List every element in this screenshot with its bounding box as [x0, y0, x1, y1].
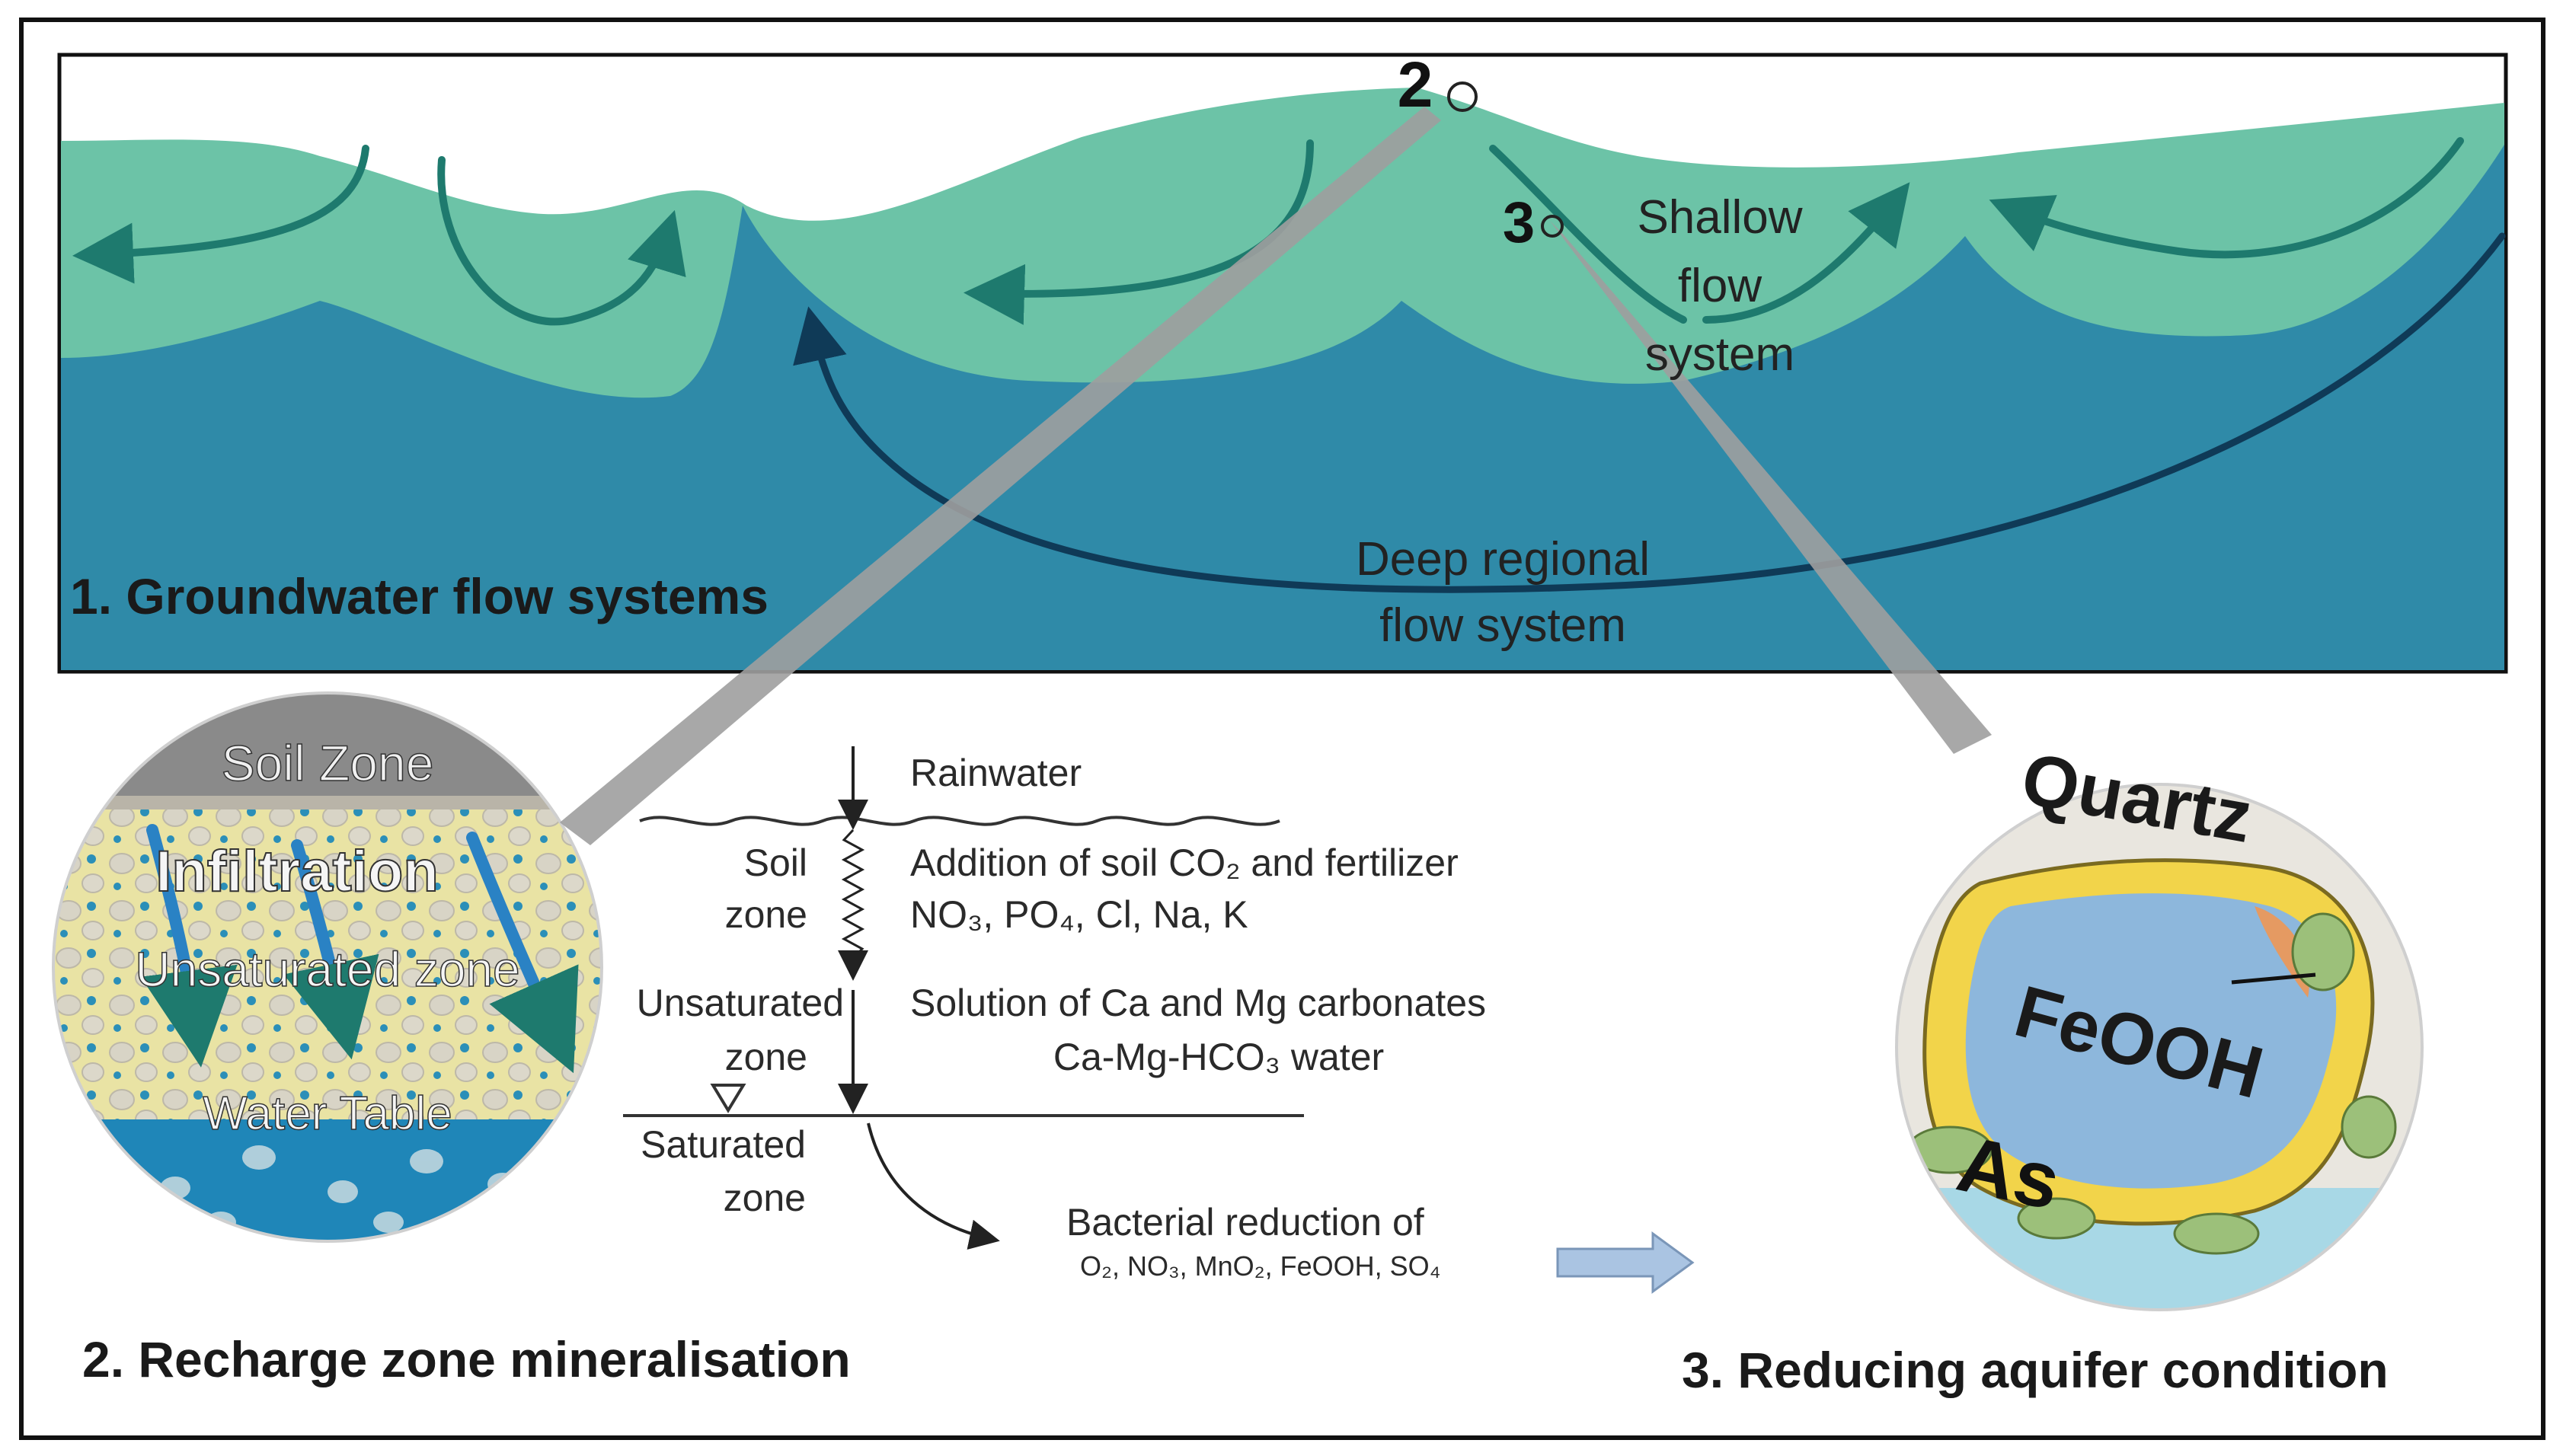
soil-zone-word-1: Soil [744, 841, 807, 884]
shallow-arrow-4 [1489, 145, 1687, 324]
reduction-line-2: O₂, NO₃, MnO₂, FeOOH, SO₄ [1080, 1250, 1440, 1282]
reducing-circle-outline [1895, 783, 2424, 1311]
ground-surface [639, 816, 1280, 826]
soil-process-line-1: Addition of soil CO₂ and fertilizer [910, 841, 1459, 884]
deep-label-line-1: Deep regional [1356, 533, 1650, 586]
panel1-title: 1. Groundwater flow systems [70, 568, 769, 624]
water-table-symbol [710, 1084, 746, 1113]
infiltration-arrows [140, 824, 579, 1074]
shallow-label-line-1: Shallow [1637, 191, 1802, 244]
soil-transition [53, 796, 602, 809]
panel2-title: 2. Recharge zone mineralisation [82, 1331, 851, 1387]
soil-zone-word-2: zone [725, 893, 807, 936]
soil-process-line-2: NO₃, PO₄, Cl, Na, K [910, 893, 1248, 936]
reduction-line-1: Bacterial reduction of [1066, 1201, 1424, 1244]
pointer-line [2231, 972, 2316, 985]
deep-zone-fill [61, 145, 2504, 670]
shallow-flow-arrows [72, 137, 2464, 326]
marker-3-circle [1541, 215, 1564, 238]
infiltration-label: Infiltration [155, 839, 439, 904]
shallow-arrow-2 [437, 156, 686, 326]
soil-zigzag [841, 829, 865, 959]
unsaturated-zone-word-2: zone [725, 1036, 807, 1078]
marker-2-label: 2 [1398, 49, 1433, 120]
arsenic-label: As [1950, 1119, 2067, 1227]
connector-beam-2 [560, 107, 1441, 845]
clay-clusters [1906, 912, 2397, 1255]
transition-arrow [1556, 1231, 1695, 1294]
saturated-zone-word-1: Saturated [641, 1123, 806, 1166]
reduction-arrow [867, 1122, 1000, 1250]
soil-zone-label: Soil Zone [222, 735, 434, 791]
shallow-arrow-6 [1989, 137, 2464, 259]
connector-beam-3 [1550, 221, 1992, 754]
marker-3-label: 3 [1503, 190, 1535, 255]
recharge-profile [623, 746, 1304, 1250]
panel3-title: 3. Reducing aquifer condition [1682, 1342, 2389, 1398]
deep-label-line-2: flow system [1379, 599, 1626, 652]
unsat-process-line-1: Solution of Ca and Mg carbonates [910, 982, 1486, 1024]
shallow-arrow-1 [72, 145, 369, 284]
shallow-label-line-3: system [1645, 328, 1794, 381]
water-table-label: Water Table [203, 1087, 452, 1140]
shallow-arrow-3 [964, 139, 1314, 325]
shallow-arrow-5 [1702, 182, 1910, 324]
unsat-process-line-2: Ca-Mg-HCO₃ water [1053, 1036, 1384, 1078]
panel-groundwater-flow [57, 53, 2508, 674]
rainwater-label: Rainwater [910, 752, 1082, 794]
feooh-grain [1965, 893, 2337, 1189]
unsaturated-zone-label: Unsaturated zone [135, 942, 519, 997]
deep-flow-arrow [793, 232, 2506, 593]
recharge-circle-outline [52, 691, 603, 1243]
unsaturated-zone-word-1: Unsaturated [637, 982, 844, 1024]
marker-2-circle [1447, 81, 1478, 112]
saturated-zone-word-2: zone [724, 1177, 806, 1219]
shallow-label-line-2: flow [1678, 260, 1762, 312]
